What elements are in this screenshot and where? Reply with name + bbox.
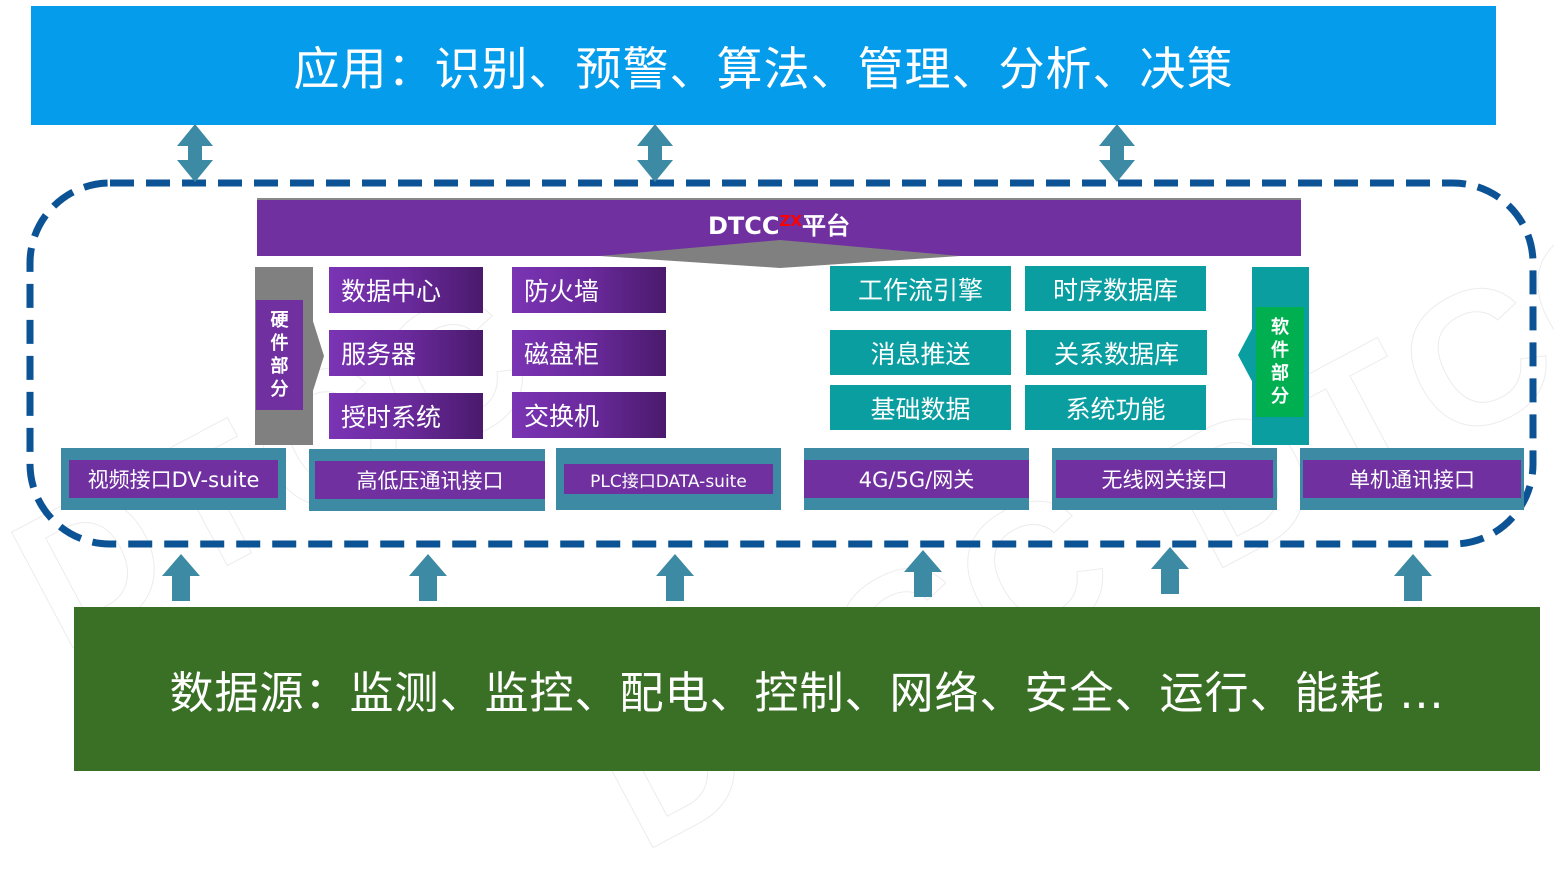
software-label-char: 件 <box>1271 340 1289 361</box>
application-layer-text: 应用：识别、预警、算法、管理、分析、决策 <box>293 41 1234 96</box>
interface-box: PLC接口DATA-suite <box>556 448 781 510</box>
up-arrow-icon <box>162 554 200 601</box>
platform-chevron <box>600 240 960 268</box>
interface-label-box: 高低压通讯接口 <box>315 461 545 499</box>
up-arrow-icon <box>904 550 942 597</box>
hardware-label-char: 硬 <box>270 310 289 331</box>
data-source-layer-bar: 数据源：监测、监控、配电、控制、网络、安全、运行、能耗 ... <box>74 607 1540 771</box>
software-item: 消息推送 <box>830 330 1011 375</box>
interface-label-box: 无线网关接口 <box>1056 460 1273 498</box>
software-item-label: 工作流引擎 <box>857 275 983 305</box>
hardware-chevron-arrow <box>300 318 324 394</box>
up-arrow-icon <box>1394 554 1432 601</box>
hardware-chevron <box>300 318 324 394</box>
platform-chevron-arrow <box>600 240 960 268</box>
up-arrow-icon <box>1151 547 1189 594</box>
hardware-item-label: 防火墙 <box>524 277 600 306</box>
software-item-label: 系统功能 <box>1065 394 1166 424</box>
hardware-item-label: 磁盘柜 <box>524 340 600 369</box>
software-chevron-arrow <box>1238 325 1254 385</box>
interface-label-box: 4G/5G/网关 <box>804 460 1029 498</box>
software-item-label: 消息推送 <box>870 339 971 369</box>
data-source-layer-text: 数据源：监测、监控、配电、控制、网络、安全、运行、能耗 ... <box>169 668 1445 719</box>
up-arrow-icon <box>409 554 447 601</box>
software-item: 基础数据 <box>830 385 1011 430</box>
hardware-item-label: 交换机 <box>524 402 600 431</box>
interface-box: 无线网关接口 <box>1052 448 1277 510</box>
software-item: 系统功能 <box>1025 385 1206 430</box>
interface-box: 单机通讯接口 <box>1300 448 1524 510</box>
platform-title-suffix: 平台 <box>801 212 850 240</box>
software-label-char: 分 <box>1271 386 1289 407</box>
interface-label-box: 视频接口DV-suite <box>69 460 278 498</box>
hardware-item: 防火墙 <box>512 267 666 313</box>
interface-label-box: 单机通讯接口 <box>1303 460 1521 498</box>
software-item: 工作流引擎 <box>830 266 1011 311</box>
software-item-label: 基础数据 <box>870 394 971 424</box>
interface-box: 高低压通讯接口 <box>309 449 545 511</box>
application-layer-bar: 应用：识别、预警、算法、管理、分析、决策 <box>31 6 1496 125</box>
platform-title: DTCCZX平台 <box>257 206 1301 241</box>
double-arrow-icon <box>1099 124 1135 182</box>
software-item-label: 时序数据库 <box>1052 275 1178 305</box>
hardware-label-char: 部 <box>270 356 289 377</box>
double-arrow-icon <box>637 124 673 182</box>
hardware-item-label: 数据中心 <box>341 277 442 306</box>
interface-label: 单机通讯接口 <box>1349 468 1475 492</box>
hardware-label-char: 件 <box>270 333 289 354</box>
software-label-char: 软 <box>1271 317 1289 338</box>
software-item: 时序数据库 <box>1025 266 1206 311</box>
interface-label-box: PLC接口DATA-suite <box>564 464 773 494</box>
interface-label: 4G/5G/网关 <box>858 468 975 492</box>
hardware-item: 数据中心 <box>329 267 483 313</box>
hardware-item-label: 授时系统 <box>341 403 442 432</box>
platform-title-main: DTCC <box>708 212 780 240</box>
interface-box: 视频接口DV-suite <box>61 448 286 510</box>
interface-box: 4G/5G/网关 <box>804 448 1029 510</box>
hardware-item: 磁盘柜 <box>512 330 666 376</box>
hardware-item: 交换机 <box>512 392 666 438</box>
interface-label: PLC接口DATA-suite <box>590 471 747 492</box>
interface-label: 高低压通讯接口 <box>356 469 504 493</box>
interface-label: 无线网关接口 <box>1101 468 1228 492</box>
hardware-item: 服务器 <box>329 330 483 376</box>
hardware-label-char: 分 <box>270 379 289 400</box>
platform-title-superscript: ZX <box>779 212 802 230</box>
software-label: 软 件 部 分 <box>1256 307 1304 417</box>
software-chevron <box>1238 325 1254 385</box>
software-item: 关系数据库 <box>1026 330 1207 375</box>
software-label-char: 部 <box>1271 363 1289 384</box>
hardware-item-label: 服务器 <box>341 340 417 369</box>
up-arrow-icon <box>656 554 694 601</box>
hardware-item: 授时系统 <box>329 393 483 439</box>
double-arrow-icon <box>177 124 213 182</box>
software-item-label: 关系数据库 <box>1053 339 1179 369</box>
hardware-label: 硬 件 部 分 <box>256 300 303 410</box>
interface-label: 视频接口DV-suite <box>87 468 260 492</box>
